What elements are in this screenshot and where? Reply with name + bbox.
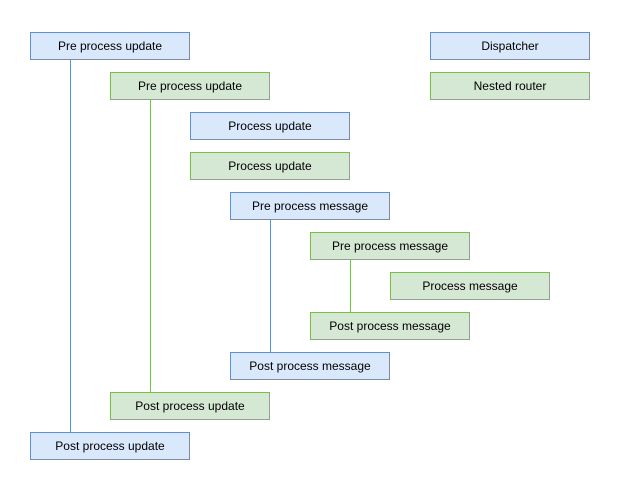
- node-label: Dispatcher: [481, 39, 539, 53]
- node-process-update-dispatcher: Process update: [190, 112, 350, 140]
- node-pre-process-message-dispatcher: Pre process message: [230, 192, 390, 220]
- node-label: Pre process update: [57, 39, 163, 53]
- node-label: Post process update: [55, 439, 165, 453]
- node-label: Post process update: [135, 399, 245, 413]
- node-label: Pre process message: [251, 199, 369, 213]
- node-post-process-update-router: Post process update: [110, 392, 270, 420]
- node-label: Nested router: [473, 79, 547, 93]
- node-post-process-update-dispatcher: Post process update: [30, 432, 190, 460]
- node-dispatcher-legend: Dispatcher: [430, 32, 590, 60]
- node-post-process-message-router: Post process message: [310, 312, 470, 340]
- node-label: Process update: [228, 119, 312, 133]
- node-pre-process-message-router: Pre process message: [310, 232, 470, 260]
- connector-message-router: [350, 259, 351, 313]
- node-pre-process-update-router: Pre process update: [110, 72, 270, 100]
- node-pre-process-update-dispatcher: Pre process update: [30, 32, 190, 60]
- node-nested-router-legend: Nested router: [430, 72, 590, 100]
- node-label: Post process message: [329, 319, 451, 333]
- connector-update-dispatcher: [70, 59, 71, 433]
- node-process-message-router: Process message: [390, 272, 550, 300]
- node-label: Post process message: [249, 359, 371, 373]
- node-label: Pre process message: [331, 239, 449, 253]
- connector-update-router: [150, 99, 151, 393]
- node-process-update-router: Process update: [190, 152, 350, 180]
- node-label: Pre process update: [137, 79, 243, 93]
- node-label: Process message: [422, 279, 518, 293]
- node-post-process-message-dispatcher: Post process message: [230, 352, 390, 380]
- connector-message-dispatcher: [270, 219, 271, 353]
- node-label: Process update: [228, 159, 312, 173]
